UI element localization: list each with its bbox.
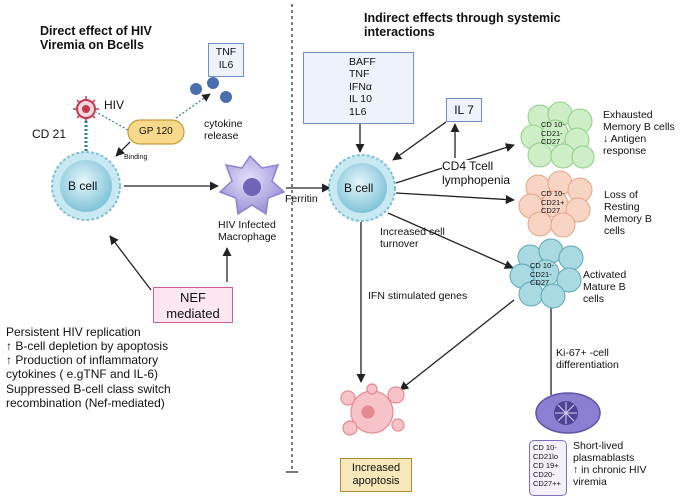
left-cytokine-box: TNF IL6 (208, 43, 244, 77)
mediators-box: BAFF TNF IFNα IL 10 1L6 (303, 52, 414, 124)
arrow-activated-to-apoptosis (399, 299, 515, 391)
gp120-label: GP 120 (139, 126, 173, 137)
exhausted-memory-b-cluster (520, 101, 595, 169)
plasmablast-markers-box: CD 10- CD21lo CD 19+ CD20- CD27++ (529, 440, 567, 496)
cytokine-dots-icon (190, 77, 232, 103)
resting-markers: CD 10- CD21+ CD27 (541, 189, 565, 216)
il7-box: IL 7 (446, 98, 482, 122)
arrow-to-resting (395, 192, 515, 205)
ferritin-label: Ferritin (285, 193, 318, 205)
ki67-label: Ki-67+ -cell differentiation (556, 347, 619, 372)
cytokine-release-dotted-arrow (175, 93, 211, 119)
left-bcell-label: B cell (68, 179, 98, 193)
resting-memory-b-cluster (518, 170, 593, 238)
apoptotic-cell-icon (340, 383, 405, 436)
increased-turnover-label: Increased cell turnover (380, 226, 445, 251)
resting-label: Loss of Resting Memory B cells (604, 189, 652, 238)
plasmablast-icon (535, 392, 601, 434)
gp120-pill (127, 119, 185, 145)
right-b-cell-icon (328, 154, 396, 222)
hiv-label: HIV (104, 98, 125, 112)
activated-label: Activated Mature B cells (583, 269, 627, 306)
binding-label: Binding (124, 154, 148, 161)
left-panel-title: Direct effect of HIV Viremia on Bcells (40, 24, 152, 53)
cd4-lymphopenia-label: CD4 Tcell lymphopenia (442, 159, 511, 188)
increased-apoptosis-box: Increased apoptosis (340, 458, 412, 492)
activated-mature-b-cluster (509, 238, 584, 309)
cd21-label: CD 21 (32, 127, 67, 141)
plasmablast-label: Short-lived plasmablasts ↑ in chronic HI… (573, 440, 647, 489)
left-b-cell-icon (51, 151, 121, 221)
right-bcell-label: B cell (344, 181, 374, 195)
cytokine-release-label: cytokine release (204, 118, 243, 143)
nef-mediated-box: NEF mediated (153, 287, 233, 323)
arrow-il7-to-bcell (392, 121, 447, 161)
macrophage-icon (218, 154, 286, 216)
arrow-gp120-to-bcell (115, 141, 131, 157)
arrow-nef-to-bcell (109, 235, 152, 291)
macrophage-label: HIV Infected Macrophage (218, 219, 277, 244)
hiv-virion-icon (73, 96, 99, 122)
activated-markers: CD 10- CD21- CD27 (530, 261, 554, 288)
arrow-to-activated (387, 212, 514, 269)
bottom-left-summary: Persistent HIV replication ↑ B-cell depl… (6, 325, 171, 410)
exhausted-markers: CD 10- CD21- CD27 (541, 120, 565, 147)
exhausted-label: Exhausted Memory B cells ↓ Antigen respo… (603, 109, 675, 158)
ifn-genes-label: IFN stimulated genes (368, 290, 468, 302)
right-panel-title: Indirect effects through systemic intera… (364, 11, 561, 40)
gp120-to-virion-line (95, 111, 129, 131)
